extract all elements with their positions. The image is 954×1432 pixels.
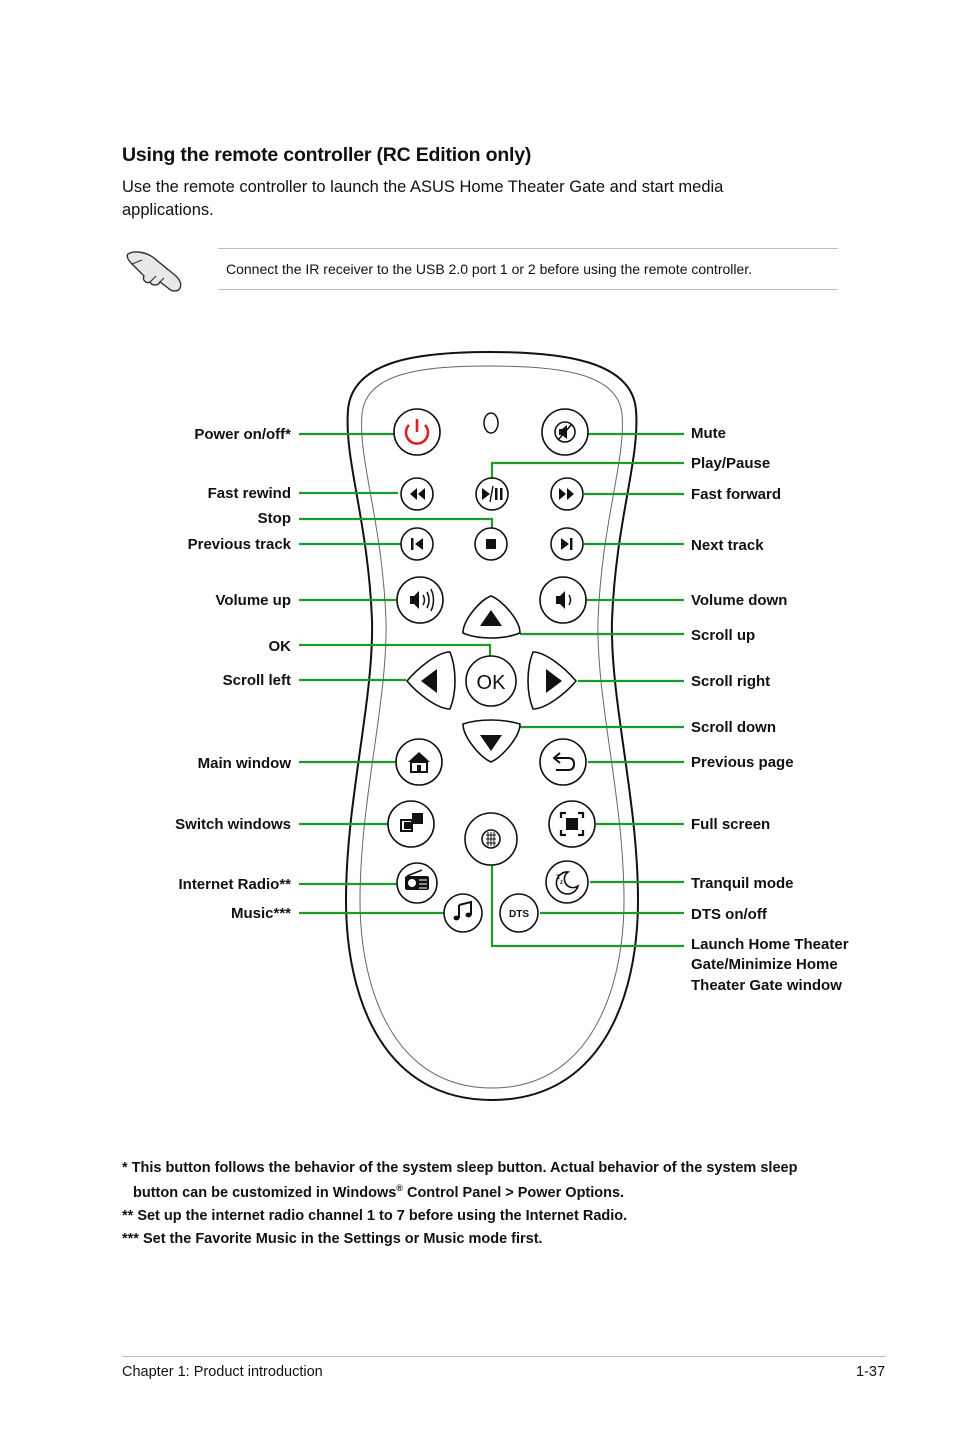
label-music: Music*** [231, 905, 291, 922]
dts-button-text: DTS [509, 909, 529, 920]
switch-windows-button[interactable] [387, 800, 435, 848]
ok-button-text: OK [477, 672, 507, 694]
label-stop: Stop [258, 510, 291, 527]
stop-button[interactable] [474, 527, 508, 561]
remote-diagram: z z OK DTS Power on/off* Fast rewind Sto… [175, 350, 849, 1102]
power-button[interactable] [393, 408, 441, 456]
label-volume-down: Volume down [691, 592, 787, 609]
label-internet-radio: Internet Radio** [178, 876, 291, 893]
registered-mark: ® [396, 1183, 403, 1193]
footnote-1: * This button follows the behavior of th… [122, 1160, 798, 1176]
label-main-window: Main window [198, 755, 292, 772]
note-text: Connect the IR receiver to the USB 2.0 p… [226, 261, 753, 277]
fast-rewind-button[interactable] [400, 477, 434, 511]
scroll-up-button[interactable] [462, 595, 521, 639]
previous-page-button[interactable] [539, 738, 587, 786]
label-play-pause: Play/Pause [691, 455, 770, 472]
label-dts: DTS on/off [691, 906, 768, 923]
section-heading: Using the remote controller (RC Edition … [122, 144, 532, 166]
full-screen-button[interactable] [548, 800, 596, 848]
label-scroll-right: Scroll right [691, 673, 770, 690]
label-previous-track: Previous track [188, 536, 292, 553]
volume-down-button[interactable] [539, 576, 587, 624]
label-scroll-up: Scroll up [691, 627, 755, 644]
play-pause-button[interactable] [475, 477, 509, 511]
svg-text:z: z [560, 880, 563, 886]
footnote-1-cont-a: button can be customized in Windows [133, 1184, 397, 1201]
footer-divider [122, 1356, 886, 1357]
dts-button[interactable] [499, 893, 539, 933]
previous-track-button[interactable] [400, 527, 434, 561]
leader-lines [299, 432, 684, 948]
tranquil-mode-button[interactable]: z z [545, 860, 589, 904]
pointing-hand-icon [124, 240, 188, 301]
label-fast-rewind: Fast rewind [208, 485, 291, 502]
next-track-button[interactable] [550, 527, 584, 561]
note-box: Connect the IR receiver to the USB 2.0 p… [218, 248, 838, 290]
ok-button[interactable] [465, 655, 517, 707]
music-button[interactable] [443, 893, 483, 933]
intro-paragraph: Use the remote controller to launch the … [122, 178, 724, 219]
footnote-2: ** Set up the internet radio channel 1 t… [122, 1207, 628, 1224]
label-mute: Mute [691, 425, 726, 442]
label-scroll-left: Scroll left [223, 672, 291, 689]
scroll-right-button[interactable] [527, 651, 578, 710]
volume-up-button[interactable] [396, 576, 444, 624]
svg-text:z: z [556, 872, 560, 881]
fast-forward-button[interactable] [550, 477, 584, 511]
label-next-track: Next track [691, 537, 764, 554]
ir-led [483, 412, 499, 434]
footnote-1-cont-b: Control Panel > Power Options. [402, 1184, 625, 1201]
label-launch-line3: Theater Gate window [691, 977, 842, 994]
home-theater-gate-button[interactable] [464, 812, 518, 866]
label-fast-forward: Fast forward [691, 486, 781, 503]
footnotes: * This button follows the behavior of th… [122, 1158, 842, 1252]
footer-chapter: Chapter 1: Product introduction [122, 1364, 323, 1380]
mute-button[interactable] [541, 408, 589, 456]
label-previous-page: Previous page [691, 754, 794, 771]
footnote-3: *** Set the Favorite Music in the Settin… [122, 1230, 543, 1247]
footer-page-number: 1-37 [856, 1364, 886, 1380]
scroll-down-button[interactable] [462, 719, 521, 763]
label-power: Power on/off* [194, 426, 291, 443]
internet-radio-button[interactable] [396, 862, 438, 904]
main-window-button[interactable] [395, 738, 443, 786]
label-launch-line2: Gate/Minimize Home [691, 956, 838, 973]
label-switch-windows: Switch windows [175, 816, 291, 833]
remote-inner-outline [359, 365, 625, 1089]
label-scroll-down: Scroll down [691, 719, 776, 736]
label-ok: OK [269, 638, 292, 655]
scroll-left-button[interactable] [405, 651, 456, 710]
footnote-1-cont: button can be customized in Windows® Con… [122, 1178, 842, 1203]
label-full-screen: Full screen [691, 816, 770, 833]
label-tranquil-mode: Tranquil mode [691, 875, 794, 892]
label-volume-up: Volume up [215, 592, 291, 609]
label-launch-line1: Launch Home Theater [691, 936, 849, 953]
